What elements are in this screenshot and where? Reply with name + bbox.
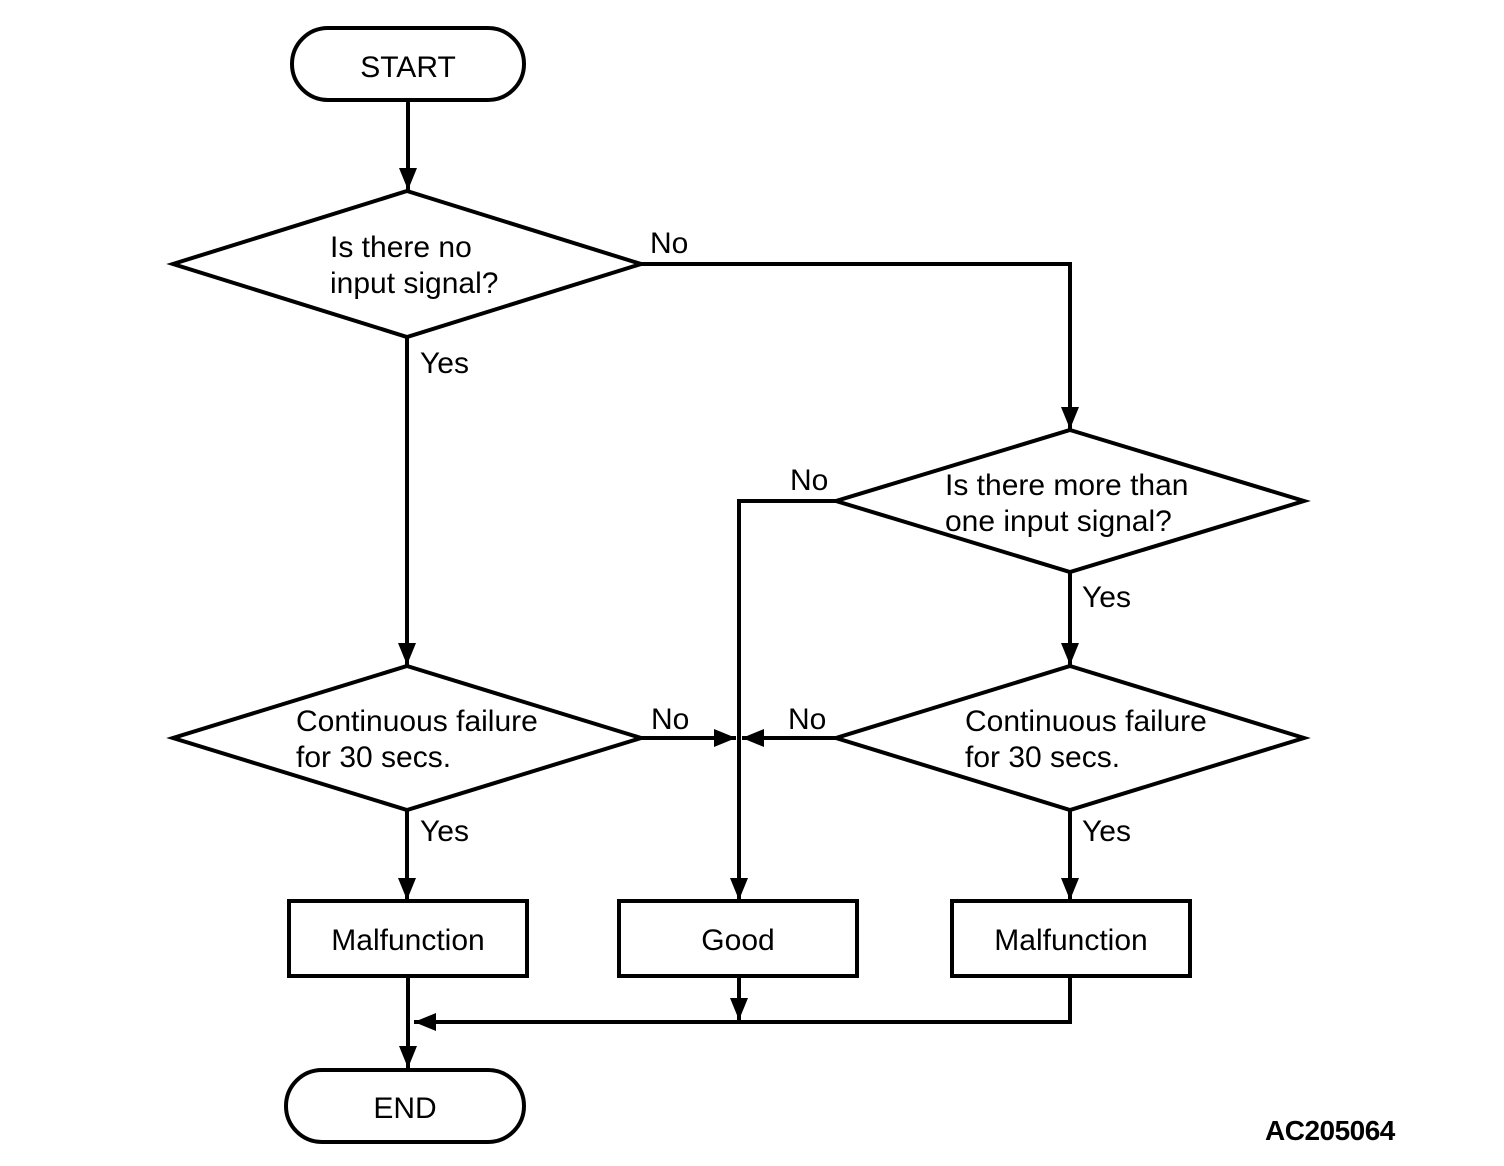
cont-fail-right-yes-label: Yes [1082,815,1131,848]
cont-fail-right-decision: Continuous failure for 30 secs. [829,663,1311,813]
start-node: START [290,26,526,102]
edge-malfunction-right-to-collector [414,976,1072,1031]
nodes: START Is there no input signal? Is there… [166,26,1311,1144]
end-terminator-shape [284,1068,526,1144]
cont-fail-left-label-line1: Continuous failure [296,705,538,738]
cont-fail-right-label-line2: for 30 secs. [965,741,1120,774]
cont-fail-left-diamond-shape [166,663,648,813]
no-input-label-line1: Is there no [330,231,472,264]
more-than-one-diamond-shape [829,427,1311,575]
no-input-decision: Is there no input signal? [166,188,648,340]
edge-more-than-one-no-to-good [730,499,836,900]
more-than-one-decision: Is there more than one input signal? [829,427,1311,575]
edge-labels: No Yes No Yes No No Yes Yes [420,227,1131,848]
more-than-one-label-line1: Is there more than [945,469,1188,502]
cont-fail-left-no-label: No [651,703,689,736]
end-label: END [373,1092,436,1125]
more-than-one-label-line2: one input signal? [945,505,1172,538]
more-than-one-yes-label: Yes [1082,581,1131,614]
no-input-label-line2: input signal? [330,267,498,300]
malfunction-right-box-shape [950,899,1192,978]
malfunction-left-box-shape [287,899,529,978]
good-label: Good [701,924,774,957]
good-node: Good [617,899,859,978]
edges [398,100,1079,1068]
figure-id-label: AC205064 [1265,1115,1396,1146]
cont-fail-left-label-line2: for 30 secs. [296,741,451,774]
malfunction-left-label: Malfunction [331,924,484,957]
end-node: END [284,1068,526,1144]
malfunction-right-node: Malfunction [950,899,1192,978]
no-input-diamond-shape [166,188,648,340]
no-input-no-label: No [650,227,688,260]
no-input-yes-label: Yes [420,347,469,380]
cont-fail-right-diamond-shape [829,663,1311,813]
start-label: START [360,51,456,84]
cont-fail-left-decision: Continuous failure for 30 secs. [166,663,648,813]
cont-fail-right-label-line1: Continuous failure [965,705,1207,738]
malfunction-left-node: Malfunction [287,899,529,978]
start-terminator-shape [290,26,526,102]
cont-fail-left-yes-label: Yes [420,815,469,848]
malfunction-right-label: Malfunction [994,924,1147,957]
more-than-one-no-label: No [790,464,828,497]
cont-fail-right-no-label: No [788,703,826,736]
edge-no-input-no-to-more-than-one [641,262,1079,429]
good-box-shape [617,899,859,978]
